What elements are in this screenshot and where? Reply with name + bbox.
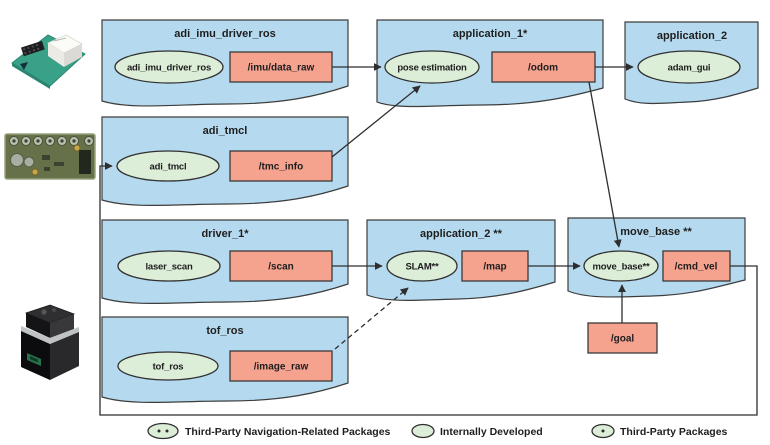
node-label: adam_gui: [668, 63, 711, 74]
package-adi-imu-driver-ros: adi_imu_driver_ros adi_imu_driver_ros /i…: [101, 19, 349, 107]
tof-lower-side: [50, 332, 79, 380]
node-label: tof_ros: [153, 362, 184, 373]
topic-label: /map: [483, 262, 506, 273]
tmc-ic-block: [79, 150, 91, 174]
legend-item-third-party: Third-Party Packages: [591, 423, 728, 439]
edge-imageraw-to-slam: [334, 287, 409, 350]
topic-label: /odom: [528, 63, 558, 74]
tof-upper-front: [26, 313, 50, 338]
tof-upper-side: [50, 314, 74, 338]
node-label: move_base**: [593, 262, 650, 273]
package-title: application_2 **: [420, 228, 503, 240]
legend: Third-Party Navigation-Related Packages …: [147, 422, 728, 440]
package-title: adi_tmcl: [203, 125, 248, 137]
package-adi-tmcl: adi_tmcl adi_tmcl /tmc_info: [101, 116, 349, 206]
edge-tmcinfo-to-pose: [331, 85, 421, 158]
legend-label: Third-Party Packages: [620, 426, 728, 438]
asterisk-dot-icon: [601, 429, 605, 433]
legend-item-internally-developed: Internally Developed: [411, 423, 543, 439]
package-shape: [101, 19, 349, 107]
topic-rect: [587, 322, 658, 354]
node-label: adi_imu_driver_ros: [127, 63, 211, 74]
node-ellipse: [117, 351, 219, 381]
tof-top-button: [52, 308, 56, 312]
tmc-component: [44, 167, 50, 171]
topic-label: /tmc_info: [259, 162, 303, 173]
package-tof-ros: tof_ros tof_ros /image_raw: [101, 316, 349, 403]
package-driver-1: driver_1* laser_scan /scan: [101, 219, 349, 304]
tof-lower-front: [21, 331, 50, 380]
node-label: laser_scan: [145, 262, 193, 273]
package-title: driver_1*: [201, 228, 249, 240]
topic-goal: /goal: [587, 322, 658, 354]
topic-label: /imu/data_raw: [248, 63, 315, 74]
package-move-base: move_base ** move_base** /cmd_vel: [567, 217, 746, 298]
topic-label: /goal: [611, 334, 635, 345]
node-ellipse: [386, 250, 458, 282]
imu-module-side: [64, 44, 82, 67]
tmc-capacitor: [23, 156, 35, 168]
node-ellipse: [384, 50, 480, 84]
tmc-terminal-row: [9, 136, 94, 146]
imu-board-photo: [11, 34, 86, 89]
package-application-2-gui: application_2 adam_gui: [624, 21, 759, 105]
edge-cmdvel-to-aditmcl: [99, 162, 758, 416]
node-ellipse: [637, 50, 741, 84]
package-title: tof_ros: [206, 325, 243, 337]
tof-camera-photo: [21, 304, 79, 380]
edge-odom-to-movebase: [588, 81, 622, 248]
tmc-screw-hole: [31, 168, 39, 176]
package-shape: [101, 219, 349, 304]
legend-label: Third-Party Navigation-Related Packages: [185, 426, 391, 438]
imu-module-label-line: [53, 37, 67, 42]
package-title: application_1*: [453, 28, 528, 40]
package-application-2-slam: application_2 ** SLAM** /map: [366, 219, 556, 301]
imu-module-front: [48, 43, 64, 67]
topic-label: /cmd_vel: [675, 262, 718, 273]
topic-rect: [662, 250, 731, 282]
legend-item-third-party-nav: Third-Party Navigation-Related Packages: [147, 422, 391, 440]
asterisk-dot-icon: [157, 429, 161, 433]
node-label: pose estimation: [397, 63, 467, 74]
tof-top-button: [41, 309, 47, 315]
topic-rect: [229, 250, 333, 282]
tmc-component: [42, 155, 50, 160]
topic-label: /image_raw: [254, 362, 309, 373]
motor-controller-board-photo: [4, 133, 96, 180]
node-ellipse: [583, 250, 659, 282]
topic-rect: [229, 51, 333, 83]
legend-ellipse-plain-icon: [411, 423, 435, 439]
tmc-screw-hole: [73, 144, 81, 152]
topic-rect: [491, 51, 596, 83]
node-ellipse: [117, 250, 221, 282]
package-shape: [376, 19, 604, 108]
package-shape: [101, 116, 349, 206]
tmc-capacitor: [10, 153, 24, 167]
package-title: adi_imu_driver_ros: [174, 28, 276, 40]
node-label: adi_tmcl: [150, 162, 187, 173]
node-ellipse: [114, 50, 224, 84]
tof-heatsink-band: [21, 326, 79, 344]
topic-label: /scan: [268, 262, 294, 273]
imu-pin-header-icon: [20, 40, 45, 57]
node-ellipse: [116, 150, 220, 182]
topic-rect: [229, 350, 333, 382]
asterisk-dot-icon: [165, 429, 169, 433]
legend-label: Internally Developed: [440, 426, 543, 438]
package-application-1: application_1* pose estimation /odom: [376, 19, 604, 108]
topic-rect: [229, 150, 333, 182]
node-label: SLAM**: [405, 262, 439, 273]
adi-logo-icon: [20, 62, 28, 70]
tof-connector-slot: [30, 356, 38, 363]
legend-ellipse-double-asterisk-icon: [147, 422, 179, 440]
package-title: application_2: [657, 30, 727, 42]
imu-board-edge: [12, 63, 50, 89]
tmc-component: [54, 162, 64, 166]
package-title: move_base **: [620, 226, 692, 238]
